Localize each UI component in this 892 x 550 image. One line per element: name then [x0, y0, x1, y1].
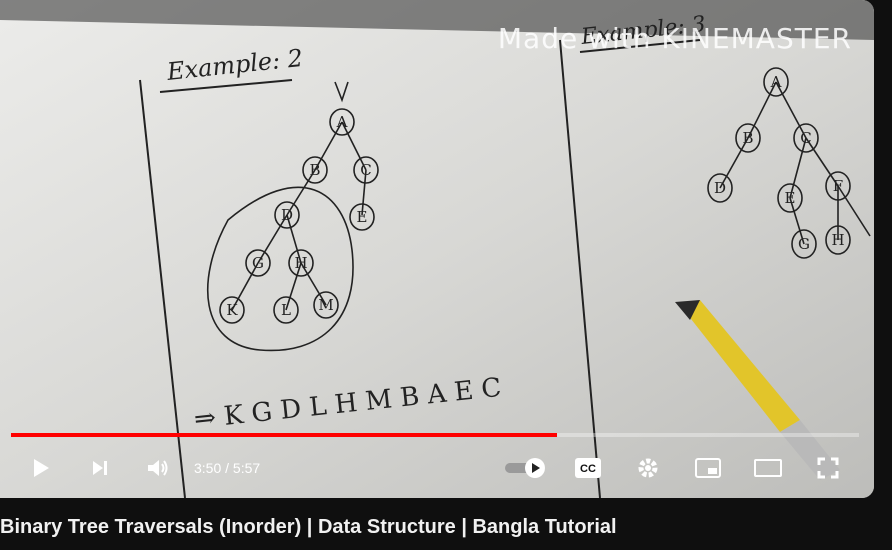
captions-icon: CC: [575, 458, 601, 478]
fullscreen-button[interactable]: [810, 446, 846, 490]
next-icon: [93, 461, 107, 475]
node-b: B: [309, 161, 320, 179]
node3-f: F: [833, 177, 843, 195]
node-e: E: [357, 208, 368, 226]
node-g: G: [252, 254, 264, 272]
tree-example-2-labels: A B C D E G H K L M: [226, 113, 371, 319]
progress-bar[interactable]: [11, 433, 859, 437]
node-h: H: [294, 254, 307, 272]
time-display: 3:50 / 5:57: [194, 460, 261, 476]
video-player[interactable]: Example: 2 Example: 3: [0, 0, 874, 498]
tree-example-3: [707, 67, 871, 259]
miniplayer-icon: [695, 458, 721, 478]
pencil: [675, 300, 840, 480]
settings-button[interactable]: [630, 446, 666, 490]
node-a: A: [336, 113, 348, 131]
node3-d: D: [714, 179, 726, 197]
video-title[interactable]: Binary Tree Traversals (Inorder) | Data …: [0, 516, 617, 538]
node3-g: G: [798, 235, 810, 253]
node3-a: A: [770, 73, 782, 91]
node-l: L: [281, 301, 291, 319]
volume-button[interactable]: [140, 446, 176, 490]
node-m: M: [318, 296, 333, 314]
player-controls: 3:50 / 5:57 CC: [0, 446, 874, 490]
node3-e: E: [785, 189, 796, 207]
node-c: C: [360, 161, 371, 179]
tree-example-2: [207, 81, 379, 352]
gear-icon: [638, 458, 658, 478]
theater-icon: [754, 459, 782, 477]
node3-h: H: [831, 231, 844, 249]
theater-button[interactable]: [750, 446, 786, 490]
progress-played: [11, 433, 558, 437]
node3-c: C: [800, 129, 811, 147]
autoplay-toggle[interactable]: [502, 446, 550, 490]
svg-text:CC: CC: [580, 463, 596, 475]
captions-button[interactable]: CC: [570, 446, 606, 490]
play-button[interactable]: [22, 446, 58, 490]
tree-example-3-labels: A B C D E F G H: [714, 73, 845, 253]
node-d: D: [281, 206, 293, 224]
autoplay-toggle-icon: [505, 458, 545, 478]
next-button[interactable]: [82, 446, 118, 490]
play-icon: [34, 459, 49, 477]
miniplayer-button[interactable]: [690, 446, 726, 490]
fullscreen-icon: [817, 457, 839, 479]
node-k: K: [226, 301, 238, 319]
volume-icon: [148, 460, 168, 476]
node3-b: B: [742, 129, 753, 147]
kinemaster-watermark: Made with KINEMASTER: [497, 22, 852, 55]
video-frame: Example: 2 Example: 3: [0, 0, 874, 498]
